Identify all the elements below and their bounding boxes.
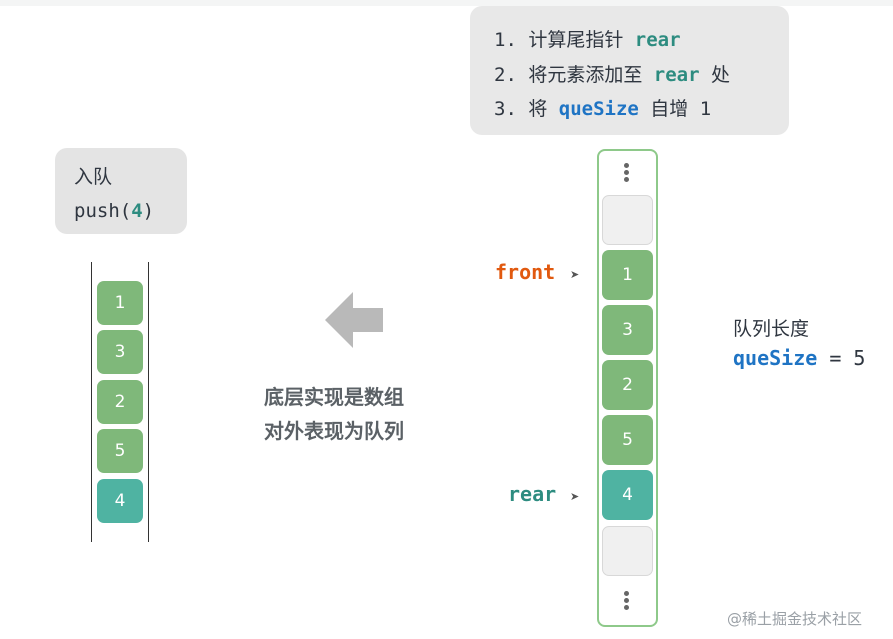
watermark: @稀土掘金技术社区 — [727, 610, 863, 628]
queue-cell: 1 — [97, 281, 143, 325]
rear-pointer-label: rear — [508, 482, 557, 506]
queue-cell-new: 4 — [97, 479, 143, 523]
step-2-text: 2. 将元素添加至 — [494, 63, 654, 86]
caption-line-1: 底层实现是数组 — [264, 385, 404, 409]
caption: 底层实现是数组 对外表现为队列 — [264, 380, 444, 448]
queue-cell: 5 — [97, 429, 143, 473]
queue-rail-left — [91, 262, 92, 542]
step-3-suffix: 自增 1 — [638, 98, 712, 120]
caption-line-2: 对外表现为队列 — [264, 419, 404, 443]
queue-length-var: queSize — [733, 346, 818, 370]
queue-rail-right — [148, 262, 149, 542]
array-cell-empty — [602, 526, 653, 576]
push-call-value: 4 — [131, 200, 143, 222]
array-cell-empty — [602, 195, 653, 245]
step-3: 3. 将 queSize 自增 1 — [494, 92, 789, 127]
push-call: push(4) — [74, 194, 187, 228]
array-cell: 2 — [602, 360, 653, 410]
left-arrow-icon — [325, 292, 383, 348]
top-strip — [0, 0, 893, 6]
queue-length-equals: = 5 — [817, 346, 866, 370]
array-cell: 1 — [602, 250, 653, 300]
step-1-keyword: rear — [634, 29, 681, 51]
step-2: 2. 将元素添加至 rear 处 — [494, 58, 789, 93]
enqueue-title: 入队 — [74, 166, 113, 188]
step-1: 1. 计算尾指针 rear — [494, 23, 789, 58]
push-call-suffix: ) — [142, 200, 155, 222]
front-pointer-arrow-icon: ➤ — [570, 268, 580, 281]
push-call-prefix: push( — [74, 200, 132, 222]
step-3-keyword: queSize — [558, 98, 639, 120]
steps-box: 1. 计算尾指针 rear 2. 将元素添加至 rear 处 3. 将 queS… — [470, 6, 789, 135]
step-1-text: 1. 计算尾指针 — [494, 29, 635, 51]
step-2-keyword: rear — [653, 63, 700, 86]
queue-cell: 2 — [97, 380, 143, 424]
ellipsis-top-icon — [624, 163, 630, 184]
array-frame — [597, 149, 658, 627]
enqueue-box: 入队 push(4) — [55, 148, 187, 234]
queue-cell: 3 — [97, 330, 143, 374]
queue-length-label: 队列长度 — [733, 318, 810, 340]
array-cell-rear: 4 — [602, 470, 653, 520]
step-3-text: 3. 将 — [494, 98, 559, 120]
rear-pointer-arrow-icon: ➤ — [570, 490, 580, 503]
queue-length-value: queSize = 5 — [733, 346, 865, 370]
ellipsis-bottom-icon — [624, 591, 630, 612]
array-cell: 5 — [602, 415, 653, 465]
front-pointer-label: front — [495, 260, 556, 284]
step-2-suffix: 处 — [699, 63, 730, 86]
array-cell: 3 — [602, 305, 653, 355]
